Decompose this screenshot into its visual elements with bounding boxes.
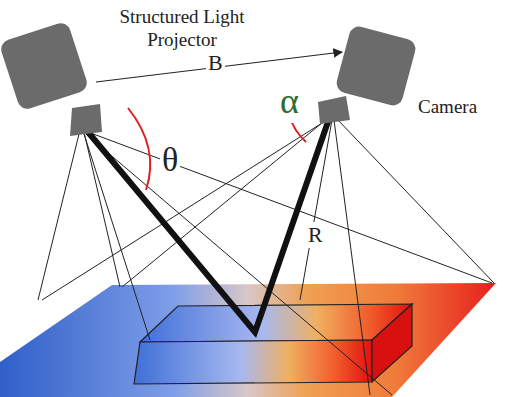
angle-label: α (278, 80, 301, 123)
projector-label: Structured Light Projector (92, 6, 272, 52)
camera-icon (318, 24, 418, 124)
projector-icon (0, 21, 102, 136)
range-label: R (306, 222, 325, 248)
theta-arc (128, 108, 150, 190)
object-box (134, 304, 412, 384)
angle-label: θ (160, 140, 180, 181)
floor-plane (0, 283, 496, 397)
triangulation-rays (88, 116, 330, 332)
baseline-label: B (206, 50, 225, 76)
camera-label: Camera (418, 96, 477, 119)
